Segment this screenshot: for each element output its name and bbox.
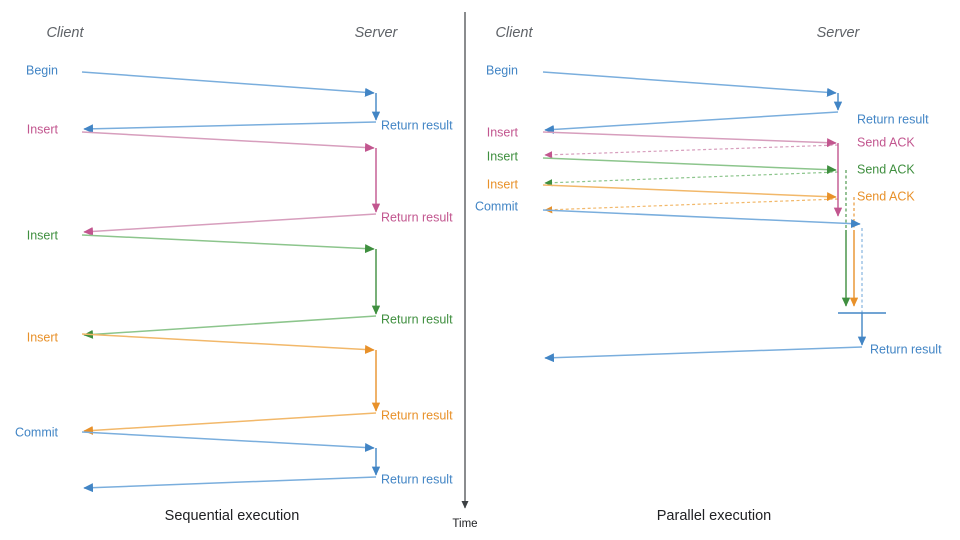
- request-arrow: [81, 71, 375, 97]
- commit-request-arrow: [542, 209, 861, 229]
- panel-title-sequential: Sequential execution: [165, 508, 300, 524]
- commit-return-arrow: [544, 346, 863, 363]
- insert-request-arrow: [542, 184, 837, 202]
- event-label-insert: Insert: [487, 149, 519, 163]
- time-axis-label: Time: [452, 518, 477, 530]
- begin-request-arrow: [542, 71, 837, 97]
- event-label: Begin: [26, 63, 58, 77]
- event-label: Insert: [27, 228, 59, 242]
- event-label: Commit: [15, 425, 59, 439]
- begin-return-arrow: [544, 111, 839, 134]
- return-arrow: [83, 315, 377, 339]
- event-label-begin: Begin: [486, 63, 518, 77]
- return-arrow: [83, 213, 377, 236]
- insert-request-arrow: [542, 157, 837, 175]
- event-label-insert: Insert: [487, 177, 519, 191]
- send-ack-label: Send ACK: [857, 189, 915, 203]
- send-ack-arrow: [544, 144, 839, 159]
- return-result-label-begin: Return result: [857, 112, 929, 126]
- return-result-label: Return result: [381, 312, 453, 326]
- request-arrow: [81, 131, 375, 153]
- client-header-parallel: Client: [495, 25, 533, 41]
- send-ack-label: Send ACK: [857, 162, 915, 176]
- return-result-label-commit: Return result: [870, 342, 942, 356]
- request-arrow: [81, 431, 375, 453]
- request-arrow: [81, 234, 375, 254]
- event-label: Insert: [27, 122, 59, 136]
- event-label-commit: Commit: [475, 199, 519, 213]
- panel-title-parallel: Parallel execution: [657, 508, 771, 524]
- return-result-label: Return result: [381, 472, 453, 486]
- return-arrow: [83, 476, 377, 493]
- event-label-insert: Insert: [487, 125, 519, 139]
- send-ack-arrow: [544, 171, 839, 187]
- return-arrow: [83, 121, 377, 134]
- return-result-label: Return result: [381, 118, 453, 132]
- send-ack-arrow: [544, 198, 839, 214]
- insert-request-arrow: [542, 131, 837, 148]
- flow-layer: [81, 12, 886, 509]
- client-header-sequential: Client: [46, 25, 84, 41]
- return-arrow: [83, 412, 377, 435]
- server-header-sequential: Server: [355, 25, 399, 41]
- send-ack-label: Send ACK: [857, 135, 915, 149]
- server-header-parallel: Server: [817, 25, 861, 41]
- return-result-label: Return result: [381, 210, 453, 224]
- return-result-label: Return result: [381, 408, 453, 422]
- request-arrow: [81, 333, 375, 355]
- event-label: Insert: [27, 330, 59, 344]
